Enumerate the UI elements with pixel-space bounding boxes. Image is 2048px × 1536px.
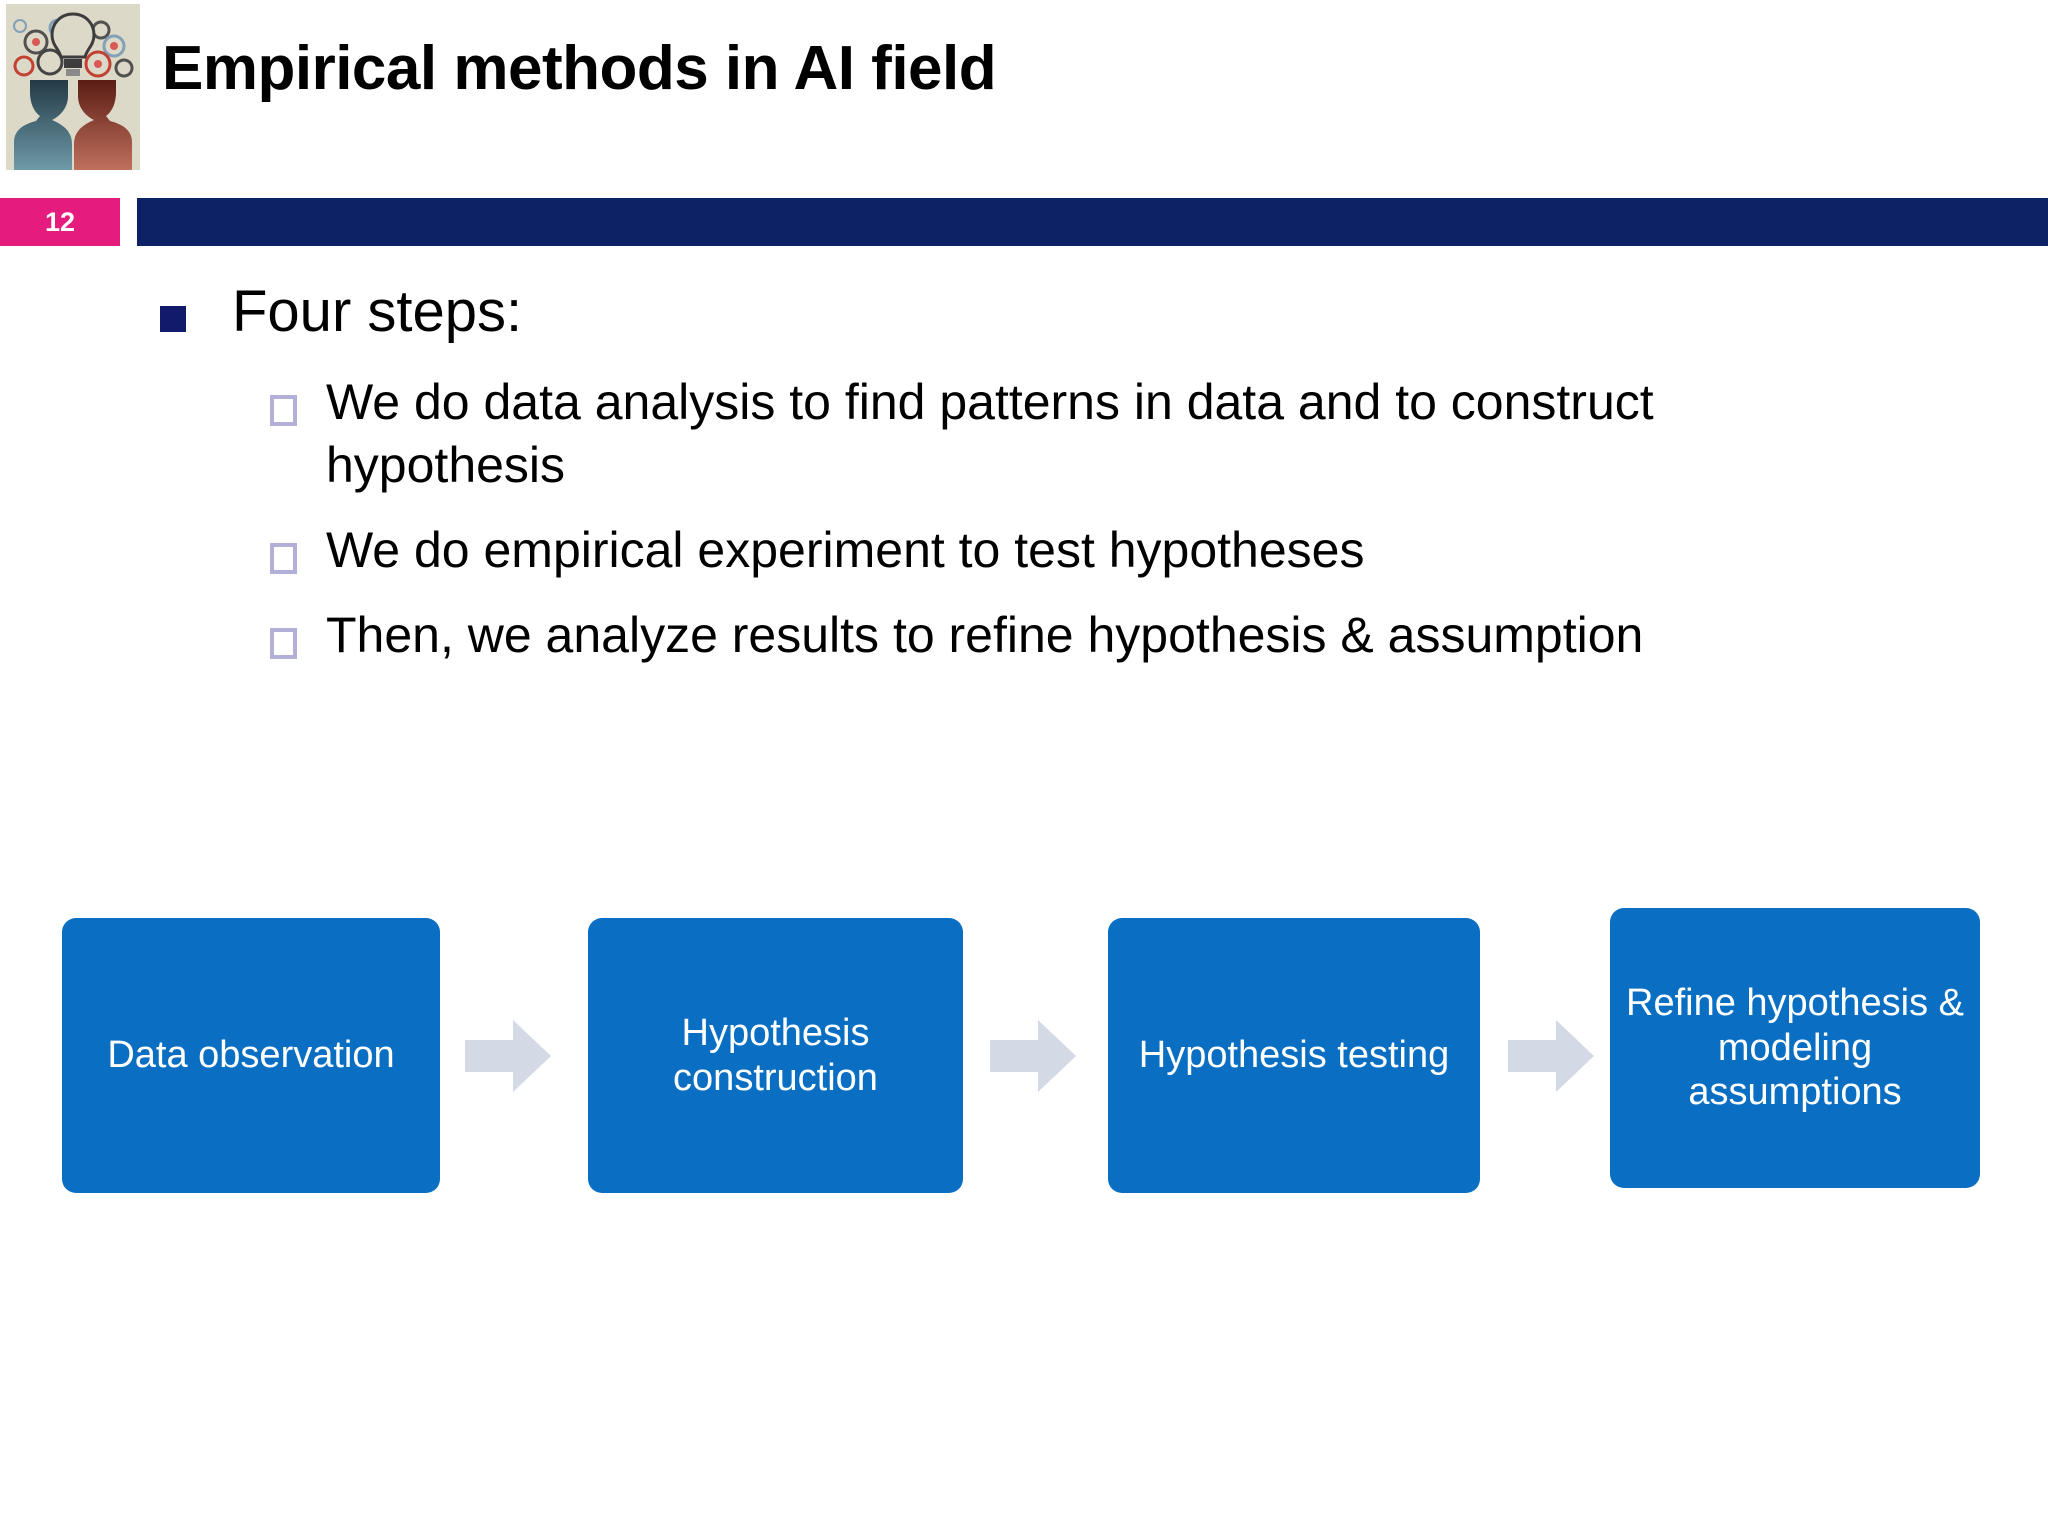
slide-banner: 12 bbox=[0, 198, 2048, 246]
flow-arrow-2 bbox=[990, 1018, 1076, 1094]
arrow-right-icon bbox=[1508, 1020, 1594, 1092]
square-bullet-icon bbox=[160, 306, 186, 332]
slide-header: Empirical methods in AI field bbox=[0, 0, 2048, 175]
flow-step-4: Refine hypothesis & modeling assumptions bbox=[1610, 908, 1980, 1188]
banner-bar bbox=[137, 198, 2048, 246]
flow-step-3: Hypothesis testing bbox=[1108, 918, 1480, 1193]
two-heads-gears-lightbulb-icon bbox=[6, 4, 140, 170]
flow-step-2: Hypothesis construction bbox=[588, 918, 963, 1193]
bullet-level1: Four steps: bbox=[160, 279, 2048, 345]
bullet-level2: Then, we analyze results to refine hypot… bbox=[270, 604, 1730, 667]
bullet-level2-label: We do empirical experiment to test hypot… bbox=[326, 521, 1365, 578]
flow-arrow-1 bbox=[465, 1018, 551, 1094]
arrow-right-icon bbox=[465, 1020, 551, 1092]
header-logo-image bbox=[6, 4, 140, 170]
bullet-level1-label: Four steps: bbox=[232, 279, 523, 344]
flow-arrow-3 bbox=[1508, 1018, 1594, 1094]
process-flow-diagram: Data observation Hypothesis construction… bbox=[0, 908, 2048, 1208]
hollow-square-bullet-icon bbox=[270, 394, 297, 426]
arrow-right-icon bbox=[990, 1020, 1076, 1092]
bullet-level2-label: We do data analysis to find patterns in … bbox=[326, 373, 1654, 493]
page-title: Empirical methods in AI field bbox=[162, 34, 997, 103]
hollow-square-bullet-icon bbox=[270, 627, 297, 659]
hollow-square-bullet-icon bbox=[270, 542, 297, 574]
flow-step-1: Data observation bbox=[62, 918, 440, 1193]
bullet-level2: We do empirical experiment to test hypot… bbox=[270, 519, 1730, 582]
slide-number-badge: 12 bbox=[0, 198, 120, 246]
bullet-level2-label: Then, we analyze results to refine hypot… bbox=[326, 606, 1644, 663]
bullet-level2: We do data analysis to find patterns in … bbox=[270, 371, 1730, 497]
slide-body: Four steps: We do data analysis to find … bbox=[0, 279, 2048, 689]
